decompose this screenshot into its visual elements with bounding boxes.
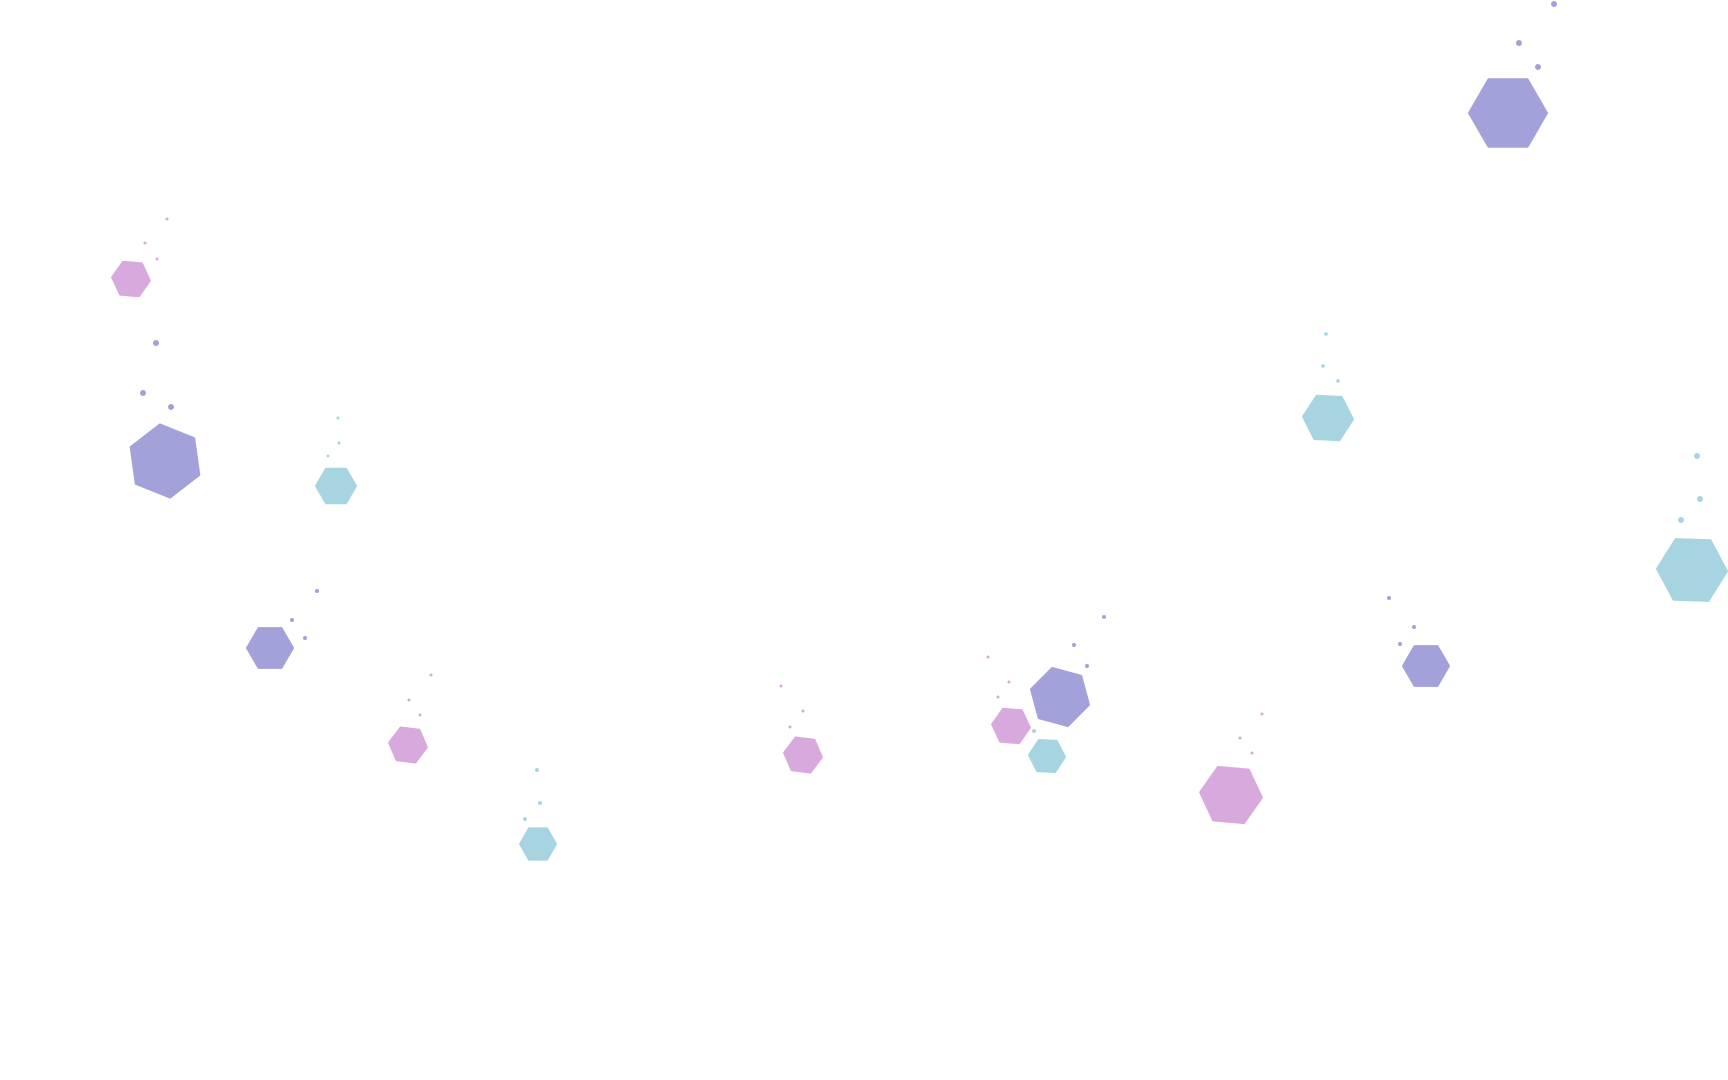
particle-dot [1032,729,1036,733]
particle-dot [1551,1,1557,7]
hexagon-shape-pink [783,736,823,774]
particle-dot [1072,643,1076,647]
particle-dot [315,589,319,593]
particle-dot [336,416,340,420]
particle-dot [986,655,990,659]
particle-dot [337,441,341,445]
particle-dot [1260,712,1264,716]
particle-dots [140,1,1703,821]
particle-dot [1535,64,1541,70]
particle-dot [1697,496,1703,502]
particle-dot [303,636,307,640]
hexagon-shape-pink [388,726,428,764]
particle-dot [523,817,527,821]
particle-dot [1398,642,1402,646]
particle-dot [779,684,783,688]
particle-dot [168,404,174,410]
particle-dot [153,340,159,346]
particle-dot [143,241,147,245]
particle-dot [538,801,542,805]
particle-dot [165,217,169,221]
hexagon-shape-purple [1468,78,1548,148]
particle-dot [801,709,805,713]
particle-dot [1336,379,1340,383]
particle-dot [788,725,792,729]
floating-hexagons [111,78,1728,861]
particle-dot [1324,332,1328,336]
particle-dot [1516,40,1522,46]
particle-dot [535,768,539,772]
particle-dot [1085,664,1089,668]
hexagon-shape-pink [991,707,1031,745]
particle-dot [1694,453,1700,459]
hexagon-shape-cyan [1656,538,1728,602]
particle-dot [1387,596,1391,600]
particle-dot [1007,680,1011,684]
hexagon-shape-pink [1199,765,1263,825]
hexagon-shape-cyan [1302,394,1354,442]
particle-dot [1321,364,1325,368]
hexagon-shape-cyan [519,827,557,861]
hexagon-shape-cyan [315,467,357,505]
hexagon-shape-pink [111,260,151,298]
particle-dot [1412,625,1416,629]
particle-dot [1250,751,1254,755]
hexagon-shape-purple [129,423,201,499]
particle-dot [429,673,433,677]
particle-dot [407,698,411,702]
hexagon-shape-cyan [1028,739,1066,773]
particle-dot [996,695,1000,699]
particle-dot [326,454,330,458]
particle-dot [290,618,294,622]
particle-dot [140,390,146,396]
hexagon-shape-purple [246,627,294,669]
particle-dot [1102,615,1106,619]
particle-dot [155,257,159,261]
particle-dot [418,713,422,717]
particle-dot [1678,517,1684,523]
hexagon-shape-purple [1402,645,1450,687]
particle-dot [1238,736,1242,740]
hexagon-shape-purple [1030,667,1090,727]
